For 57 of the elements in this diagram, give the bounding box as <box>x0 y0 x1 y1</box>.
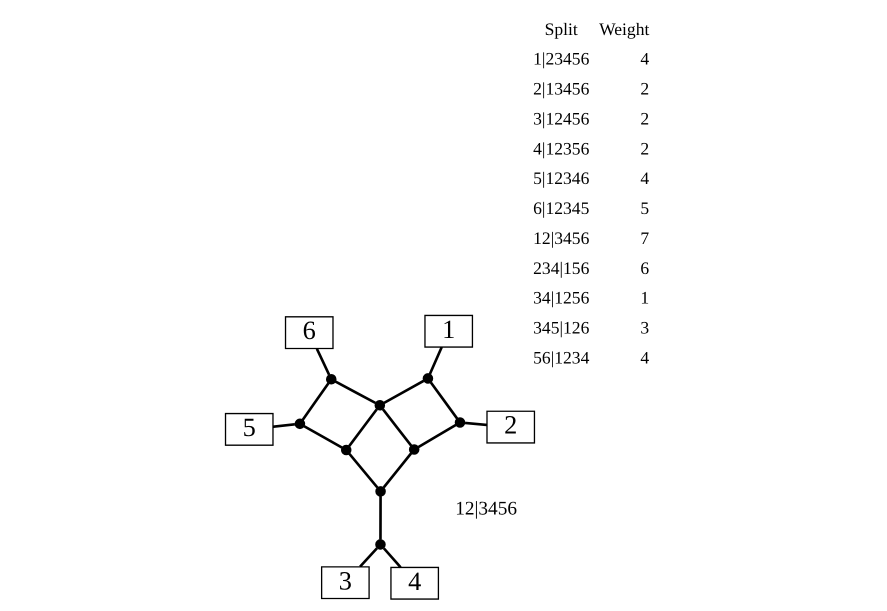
connector <box>428 346 443 374</box>
label: 2 <box>640 78 650 99</box>
connector <box>430 382 458 420</box>
connector <box>464 422 487 426</box>
label: 12|3456 <box>455 498 518 520</box>
label: 7 <box>640 228 650 248</box>
label: 234|156 <box>533 258 590 278</box>
connector <box>379 496 382 540</box>
label: 4 <box>640 168 650 188</box>
label: 12|3456 <box>533 228 590 248</box>
label: 34|1256 <box>533 288 590 308</box>
label: 2|13456 <box>533 78 590 99</box>
label: Split <box>544 18 578 39</box>
node-circle <box>340 444 352 456</box>
label: 6|12345 <box>533 198 590 218</box>
node-circle <box>326 374 337 385</box>
connector <box>316 348 330 376</box>
label: 5 <box>640 198 650 218</box>
node-box: 2 <box>486 410 536 444</box>
label: 3 <box>640 318 650 338</box>
label: 5|12346 <box>533 168 590 188</box>
connector <box>382 547 402 568</box>
node-circle <box>375 539 386 550</box>
node-circle <box>454 417 466 428</box>
label: 6 <box>640 258 650 278</box>
connector <box>302 382 330 421</box>
node-circle <box>408 444 420 455</box>
label: 2 <box>640 138 650 158</box>
connector <box>383 380 424 404</box>
connector <box>348 408 378 447</box>
connector <box>382 452 412 488</box>
connector <box>348 453 378 488</box>
label: 345|126 <box>533 318 590 338</box>
label: 4 <box>640 348 650 368</box>
node-circle <box>422 373 434 384</box>
node-box: 1 <box>424 314 474 348</box>
label: Weight <box>599 18 650 39</box>
label: 2 <box>640 108 650 128</box>
label: 1|23456 <box>533 48 590 69</box>
node-box: 3 <box>320 566 370 600</box>
label: 3|12456 <box>533 108 590 128</box>
node-circle <box>294 418 306 430</box>
connector <box>334 380 376 404</box>
node-box: 4 <box>390 566 440 600</box>
connector <box>359 547 378 568</box>
connector <box>272 423 295 428</box>
node-circle <box>374 400 386 411</box>
label: 1 <box>640 288 650 308</box>
label: 4|12356 <box>533 138 590 158</box>
label: 4 <box>640 48 650 69</box>
connector <box>418 424 456 448</box>
connector <box>382 408 412 446</box>
connector <box>304 425 342 449</box>
node-box: 5 <box>224 412 274 446</box>
label: 56|1234 <box>533 348 590 368</box>
node-circle <box>375 486 386 497</box>
node-box: 6 <box>284 316 334 350</box>
